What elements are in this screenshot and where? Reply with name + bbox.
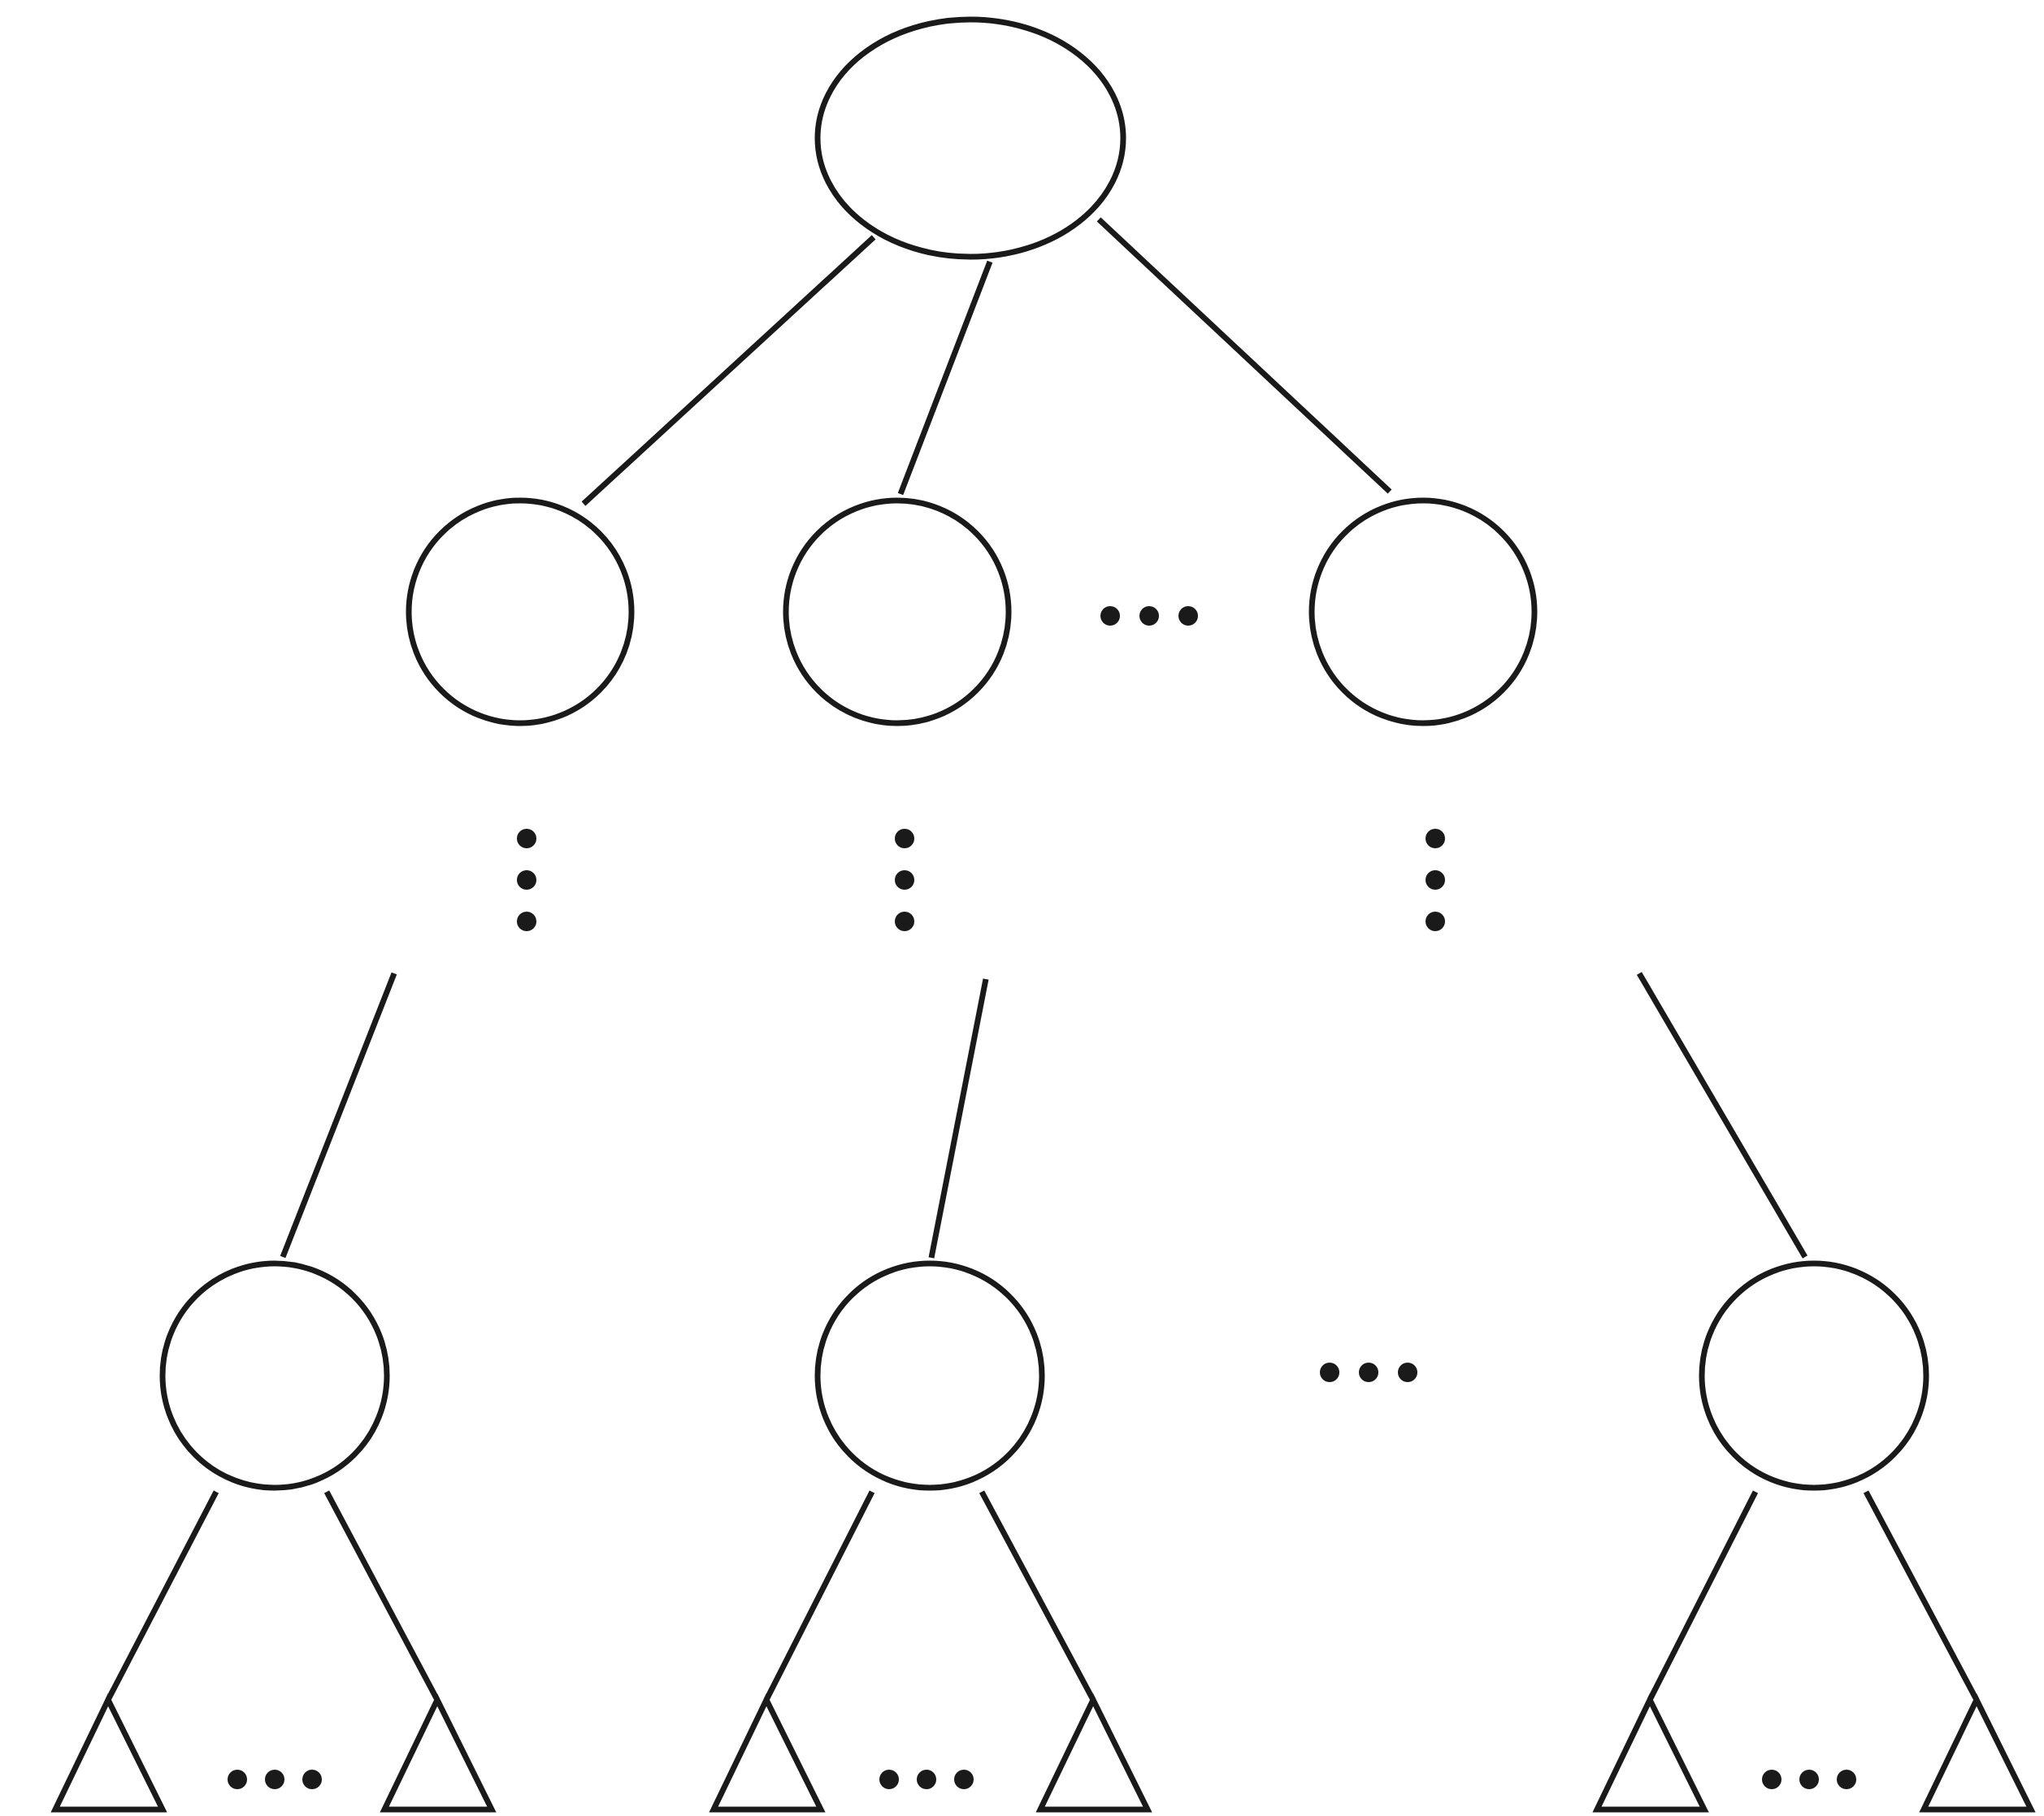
ellipsis-dot xyxy=(228,1770,247,1789)
ellipsis-dot xyxy=(1100,606,1120,626)
edge-root-to-child-3 xyxy=(1096,217,1392,494)
ellipsis-dot xyxy=(879,1770,899,1789)
edge-deep3-to-subtree-left xyxy=(1647,1490,1759,1701)
ellipsis-dot xyxy=(954,1770,974,1789)
ellipsis-dot xyxy=(1426,870,1445,890)
ellipsis-subtrees-2 xyxy=(879,1770,974,1789)
ellipsis-dot xyxy=(1398,1363,1417,1382)
ellipsis-dot xyxy=(517,870,536,890)
ellipsis-dot xyxy=(917,1770,936,1789)
ellipsis-dot xyxy=(1139,606,1159,626)
ellipsis-dot xyxy=(1320,1363,1339,1382)
edge-deep2-to-subtree-left xyxy=(763,1490,875,1701)
root-node xyxy=(814,16,1126,260)
subtree-triangle-1a xyxy=(50,1693,167,1813)
level1-node-3 xyxy=(1308,497,1538,726)
level1-node-1 xyxy=(406,497,635,726)
ellipsis-deep-level xyxy=(1320,1363,1417,1382)
edge-root-to-child-1 xyxy=(581,235,876,506)
subtree-triangle-1b xyxy=(380,1693,497,1813)
ellipsis-dot xyxy=(265,1770,284,1789)
deep-node-2 xyxy=(814,1260,1045,1491)
level1-node-2 xyxy=(783,497,1012,726)
vertical-ellipsis-1 xyxy=(517,829,536,931)
subtree-triangle-2a xyxy=(709,1693,826,1813)
ellipsis-dot xyxy=(302,1770,322,1789)
subtree-triangle-3b xyxy=(1919,1693,2036,1813)
edge-deep1-to-subtree-left xyxy=(105,1490,219,1701)
ellipsis-dot xyxy=(895,912,914,931)
ellipsis-dot xyxy=(895,829,914,848)
vertical-ellipsis-3 xyxy=(1426,829,1445,931)
ellipsis-dot xyxy=(1178,606,1198,626)
deep-node-3 xyxy=(1699,1260,1929,1491)
ellipsis-dot xyxy=(895,870,914,890)
ellipsis-dot xyxy=(1359,1363,1378,1382)
ellipsis-dot xyxy=(1426,912,1445,931)
edge-into-deep-node-1 xyxy=(280,972,397,1259)
ellipsis-dot xyxy=(517,829,536,848)
deep-node-1 xyxy=(159,1260,390,1491)
ellipsis-dot xyxy=(1799,1770,1819,1789)
vertical-ellipsis-2 xyxy=(895,829,914,931)
ellipsis-subtrees-1 xyxy=(228,1770,322,1789)
ellipsis-dot xyxy=(1762,1770,1781,1789)
subtree-triangle-3a xyxy=(1592,1693,1709,1813)
ellipsis-dot xyxy=(1426,829,1445,848)
edge-deep2-to-subtree-right xyxy=(979,1490,1096,1701)
diagram-layer xyxy=(50,16,2036,1813)
ellipsis-level1 xyxy=(1100,606,1198,626)
edge-into-deep-node-3 xyxy=(1636,972,1808,1259)
ellipsis-dot xyxy=(1837,1770,1856,1789)
subtree-triangle-2b xyxy=(1035,1693,1152,1813)
edge-into-deep-node-2 xyxy=(928,978,989,1259)
ellipsis-subtrees-3 xyxy=(1762,1770,1856,1789)
edge-deep3-to-subtree-right xyxy=(1863,1490,1980,1701)
ellipsis-dot xyxy=(517,912,536,931)
edge-root-to-child-2 xyxy=(897,260,993,496)
edge-deep1-to-subtree-right xyxy=(323,1490,440,1701)
